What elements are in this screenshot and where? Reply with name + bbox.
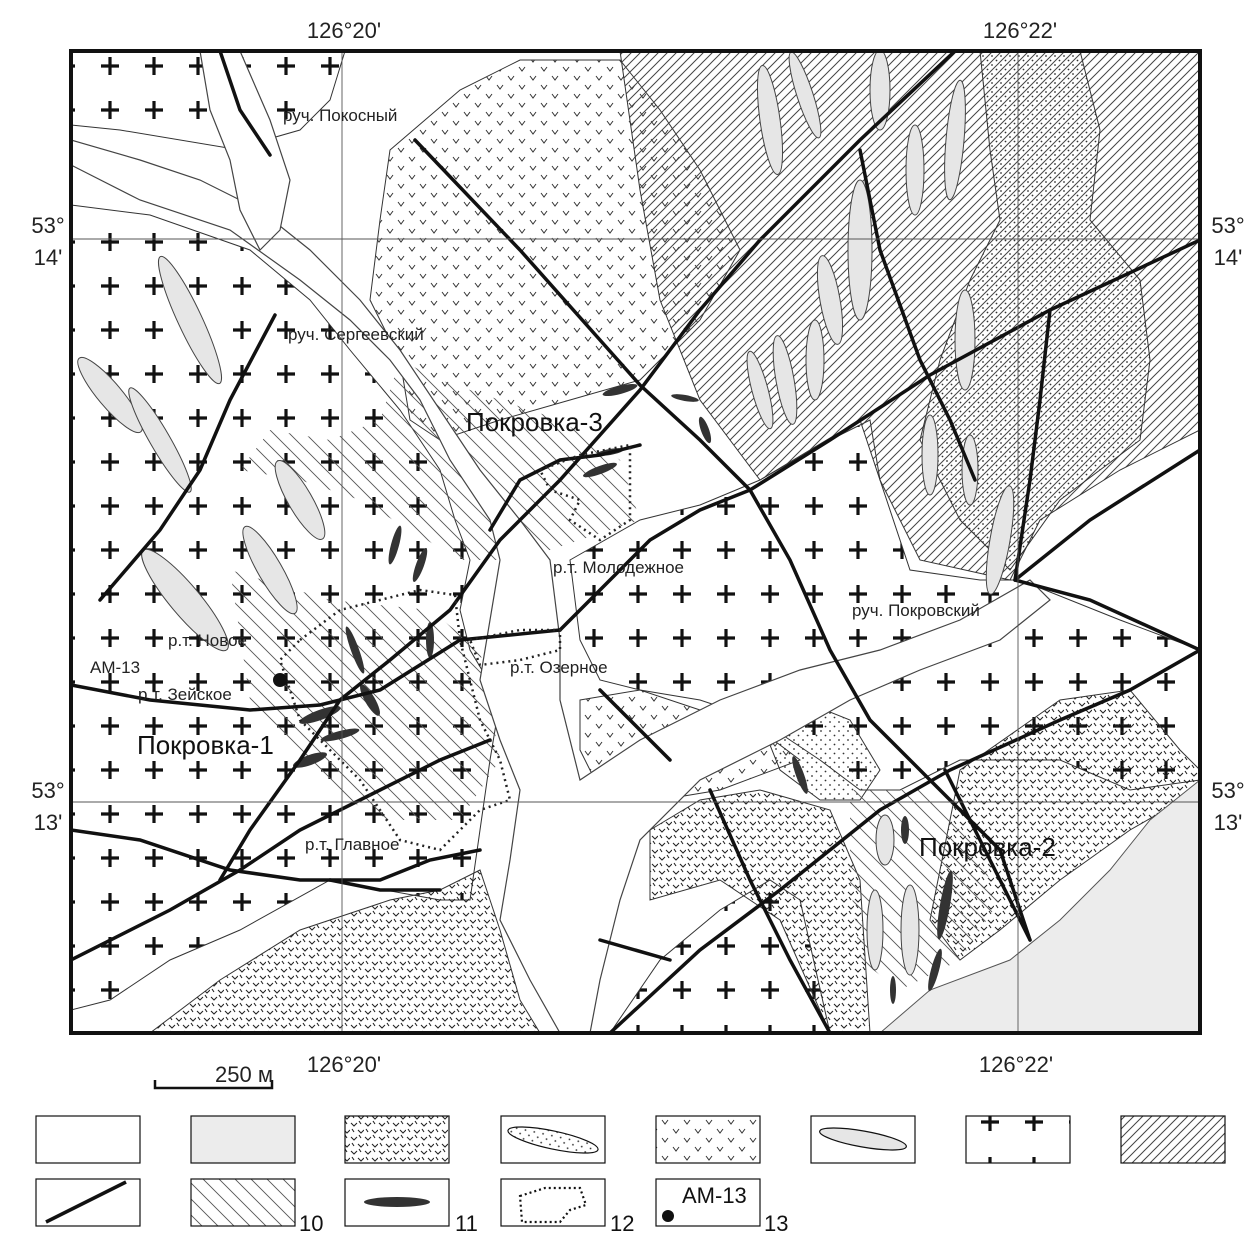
label-zeyskoe: р.т. Зейское [138, 685, 232, 704]
legend-10-hatch [190, 1178, 296, 1227]
lat-left-upper-deg: 53° [31, 213, 64, 238]
lat-left-upper-min: 14' [34, 245, 63, 270]
label-sample: AM-13 [90, 658, 140, 677]
label-pokrovka-2: Покровка-2 [919, 832, 1056, 862]
label-molodezhnoe: р.т. Молодежное [553, 558, 684, 577]
lon-top-right: 126°22' [983, 18, 1057, 43]
lat-right-upper-min: 14' [1214, 245, 1243, 270]
label-glavnoe: р.т. Главное [305, 835, 399, 854]
lat-left-lower-min: 13' [34, 810, 63, 835]
label-pokrovsky: руч. Покровский [852, 601, 980, 620]
place-labels: руч. Покосный руч. Сергеевский руч. Покр… [90, 106, 1056, 862]
ore-bodies [292, 383, 953, 1004]
coordinate-grid [71, 51, 1200, 1033]
legend-sample-label: AM-13 [682, 1183, 747, 1208]
legend-7-cross [965, 1115, 1071, 1164]
legend [35, 1115, 1226, 1227]
legend-num-10: 10 [299, 1211, 323, 1236]
lat-left-lower-deg: 53° [31, 778, 64, 803]
map-body [71, 51, 1200, 1033]
altered-zone [240, 360, 640, 560]
legend-8-diag [1120, 1115, 1226, 1164]
label-pokrovka-1: Покровка-1 [137, 730, 274, 760]
legend-3-checker [344, 1115, 450, 1164]
label-ozernoe: р.т. Озерное [510, 658, 608, 677]
label-sergeevsky: руч. Сергеевский [288, 325, 424, 344]
tuff-south [149, 869, 541, 1033]
grey-se [879, 779, 1200, 1033]
scale-label: 250 м [215, 1062, 273, 1087]
legend-num-12: 12 [610, 1211, 634, 1236]
coordinate-labels: 126°20' 126°22' 126°20' 126°22' 53° 14' … [31, 18, 1244, 1077]
legend-labels: AM-13 10 11 12 13 [299, 1183, 788, 1236]
legend-12-field [500, 1178, 606, 1227]
lat-right-lower-min: 13' [1214, 810, 1243, 835]
dotted-ne [919, 51, 1151, 571]
legend-1-blank [35, 1115, 141, 1164]
legend-num-11: 11 [455, 1211, 478, 1236]
sample-point [273, 673, 287, 687]
dikes [77, 51, 1015, 976]
lat-right-lower-deg: 53° [1211, 778, 1244, 803]
lat-right-upper-deg: 53° [1211, 213, 1244, 238]
lon-top-left: 126°20' [307, 18, 381, 43]
lon-bottom-left: 126°20' [307, 1052, 381, 1077]
lon-bottom-right: 126°22' [979, 1052, 1053, 1077]
legend-num-13: 13 [764, 1211, 788, 1236]
label-pokrovka-3: Покровка-3 [466, 407, 603, 437]
scale-bar: 250 м [153, 1062, 274, 1090]
legend-2-grey [190, 1115, 296, 1164]
river-valley [71, 139, 1051, 1033]
map-frame [69, 49, 1202, 1035]
label-novoe: р.т. Новое [168, 631, 247, 650]
legend-5-vee [655, 1115, 761, 1164]
ore-field-outlines [278, 443, 632, 852]
label-pokosny: руч. Покосный [283, 106, 397, 125]
faults [71, 51, 1200, 1033]
